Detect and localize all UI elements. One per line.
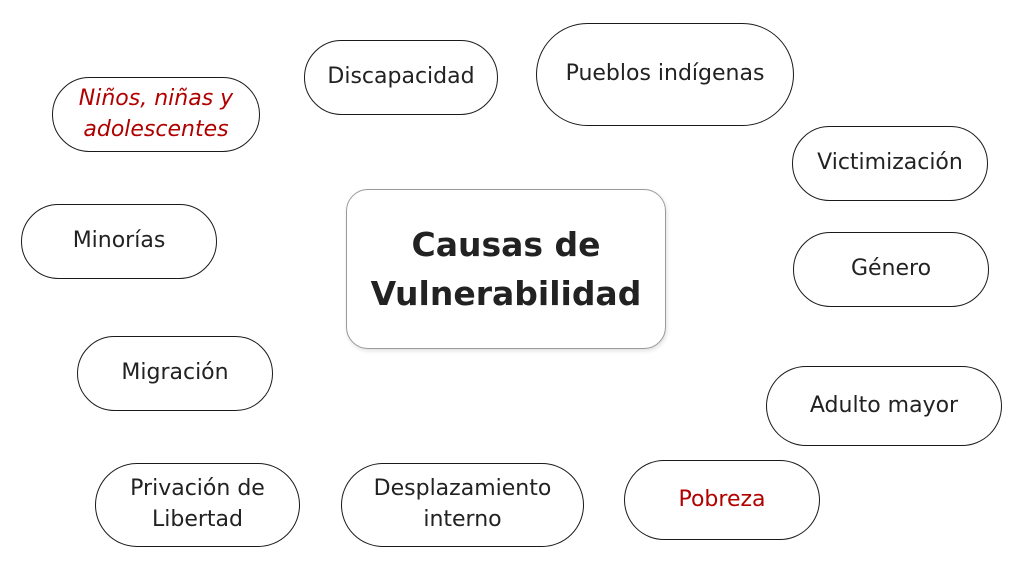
node-pobreza-label: Pobreza (678, 486, 766, 512)
central-node-line1: Causas de (411, 224, 601, 264)
node-minorias-label: Minorías (72, 228, 166, 254)
node-discapacidad-label: Discapacidad (327, 64, 475, 90)
node-victimizacion: Victimización (792, 126, 988, 201)
node-migracion-label: Migración (121, 360, 229, 386)
node-pueblos-indigenas: Pueblos indígenas (536, 23, 794, 126)
node-ninos-line1: Niños, niñas y (78, 85, 234, 111)
node-ninos-line2: adolescentes (83, 116, 229, 142)
node-privacion-line1: Privación de (130, 476, 265, 502)
node-desplazamiento-interno: Desplazamiento interno (341, 463, 584, 547)
node-adulto-mayor: Adulto mayor (766, 366, 1002, 446)
central-node: Causas de Vulnerabilidad (346, 189, 666, 349)
node-ninos: Niños, niñas y adolescentes (52, 77, 260, 152)
node-desplazamiento-line2: interno (423, 507, 502, 532)
node-genero: Género (793, 232, 989, 307)
node-migracion: Migración (77, 336, 273, 411)
node-privacion-libertad: Privación de Libertad (95, 463, 300, 547)
node-discapacidad: Discapacidad (304, 40, 498, 115)
node-genero-label: Género (850, 256, 932, 282)
node-pobreza: Pobreza (624, 460, 820, 540)
node-desplazamiento-line1: Desplazamiento (373, 476, 552, 502)
central-node-line2: Vulnerabilidad (370, 274, 642, 313)
node-minorias: Minorías (21, 204, 217, 279)
node-victimizacion-label: Victimización (817, 150, 963, 176)
node-privacion-line2: Libertad (152, 507, 243, 532)
node-pueblos-indigenas-label: Pueblos indígenas (565, 61, 765, 87)
node-adulto-mayor-label: Adulto mayor (809, 392, 959, 418)
